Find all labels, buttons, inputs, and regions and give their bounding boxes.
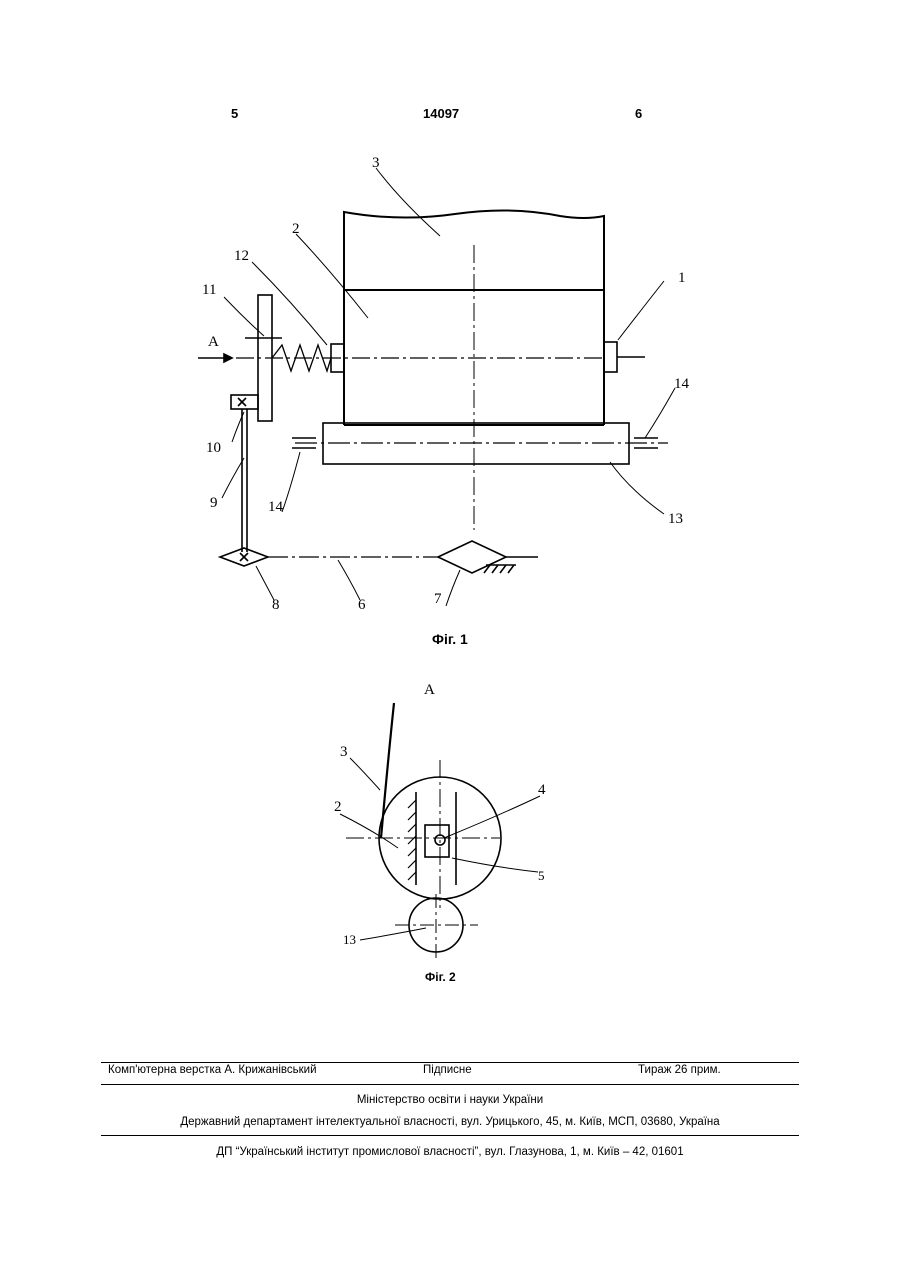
fig1-label-14-left: 14 [268,499,284,515]
fig1-label-1: 1 [678,270,686,286]
fig1-label-10: 10 [206,440,221,456]
footer-ministry: Міністерство освіти і науки України [101,1094,799,1106]
footer-rule-middle [101,1084,799,1085]
fig2-label-5: 5 [538,868,545,883]
footer-department: Державний департамент інтелектуальної вл… [101,1116,799,1128]
fig1-label-6: 6 [358,597,366,613]
fig1-label-14-right: 14 [674,376,690,392]
fig1-label-12: 12 [234,248,249,264]
fig1-label-11: 11 [202,282,216,298]
figure-2-caption: Фіг. 2 [425,970,456,984]
footer-rule-bottom [101,1135,799,1136]
footer-rule-top [101,1062,799,1063]
fig2-label-2: 2 [334,799,342,815]
figure-2-drawing: А 3 2 4 5 13 [0,660,901,980]
fig1-label-7: 7 [434,591,442,607]
fig2-label-4: 4 [538,782,546,798]
figure-1-drawing: 3 2 12 11 1 А 14 10 9 14 13 8 6 7 [0,0,901,640]
footer-signed: Підписне [423,1064,472,1076]
fig2-label-3: 3 [340,744,348,760]
fig1-arrow-a: А [208,334,219,350]
figure-1-caption: Фіг. 1 [432,631,468,647]
fig1-label-3: 3 [372,155,380,171]
fig1-label-13: 13 [668,511,683,527]
fig1-label-2: 2 [292,221,300,237]
footer-institute: ДП “Український інститут промислової вла… [101,1146,799,1158]
fig2-label-13: 13 [343,932,356,947]
footer-circulation: Тираж 26 прим. [638,1064,721,1076]
footer-layout-credit: Комп'ютерна верстка А. Крижанівський [108,1064,317,1076]
fig1-label-8: 8 [272,597,280,613]
fig2-view-a: А [424,682,435,698]
fig1-label-9: 9 [210,495,218,511]
